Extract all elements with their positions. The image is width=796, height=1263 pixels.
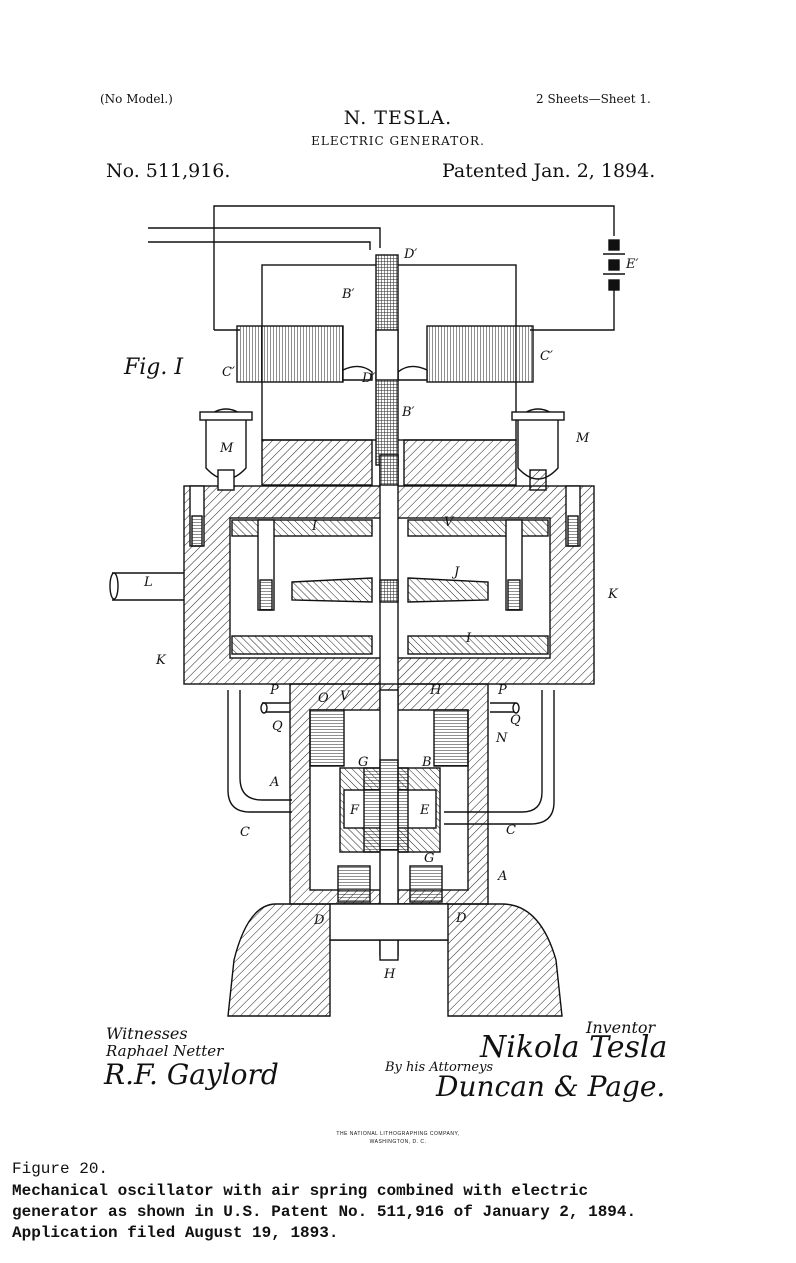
witnesses-label: Witnesses [106,1024,188,1043]
label-E: E [419,803,430,818]
piston-J [291,577,373,603]
figure-number: Figure 20. [12,1160,109,1178]
label-C-right: C [506,823,516,838]
label-A-upper: A [269,775,279,790]
patent-number: No. 511,916. [106,160,231,182]
patent-drawing: D′ E′ B′ C′ C′ D′ B′ M M I V J L K K I P… [109,205,638,1017]
patent-date: Patented Jan. 2, 1894. [442,160,656,182]
label-G-lower: G [424,851,434,866]
witness-1-signature: Raphael Netter [106,1042,224,1060]
label-H-lower: H [383,967,396,982]
label-D-right: D [455,911,467,926]
sheet-number: 2 Sheets—Sheet 1. [536,92,651,106]
no-model-note: (No Model.) [100,92,173,106]
label-M-left: M [219,441,234,456]
label-C-prime-left: C′ [222,365,235,380]
label-P-left: P [269,683,279,698]
inventor-signature: Nikola Tesla [480,1030,668,1065]
label-I-lower: I [465,631,472,646]
label-O: O [318,691,329,706]
battery [603,239,625,291]
label-V-upper: V [444,515,455,530]
witness-2-signature: R.F. Gaylord [104,1058,279,1091]
printer-line-2: WASHINGTON, D. C. [369,1139,427,1145]
base [227,903,563,1017]
label-C-prime-right: C′ [540,349,553,364]
patent-title: ELECTRIC GENERATOR. [311,134,485,148]
oil-cup-right [511,408,565,491]
attorneys-signature: Duncan & Page. [436,1070,666,1103]
inventor-label: Inventor [586,1018,656,1037]
label-V-lower: V [340,689,351,704]
label-K-right: K [607,587,619,602]
label-J: J [451,565,460,580]
label-B-prime-lower: B′ [401,405,415,420]
label-K-left: K [155,653,167,668]
label-E-prime: E′ [625,257,638,272]
label-H-upper: H [429,683,442,698]
label-F: F [349,803,360,818]
label-D-prime-top: D′ [403,247,417,262]
coil-right [426,325,534,383]
label-L: L [143,575,153,590]
label-M-right: M [575,431,590,446]
label-D-prime-mid: D′ [361,371,375,386]
oil-cup-left [199,408,253,491]
label-B: B [421,755,432,770]
label-G-upper: G [358,755,368,770]
coil-left [236,325,344,383]
label-A-lower: A [497,869,507,884]
label-I-upper: I [311,519,318,534]
label-Q-right: Q [510,713,521,728]
printer-line-1: THE NATIONAL LITHOGRAPHING COMPANY, [336,1131,460,1137]
label-B-prime-upper: B′ [341,287,355,302]
label-C-left: C [240,825,250,840]
inventor-name: N. TESLA. [343,107,453,129]
attorneys-label: By his Attorneys [385,1060,494,1075]
figure-caption: Mechanical oscillator with air spring co… [12,1182,637,1242]
label-D-left: D [313,913,325,928]
label-Q-left: Q [272,719,283,734]
label-N: N [495,731,508,746]
figure-label: Fig. I [123,355,184,380]
label-P-right: P [497,683,507,698]
